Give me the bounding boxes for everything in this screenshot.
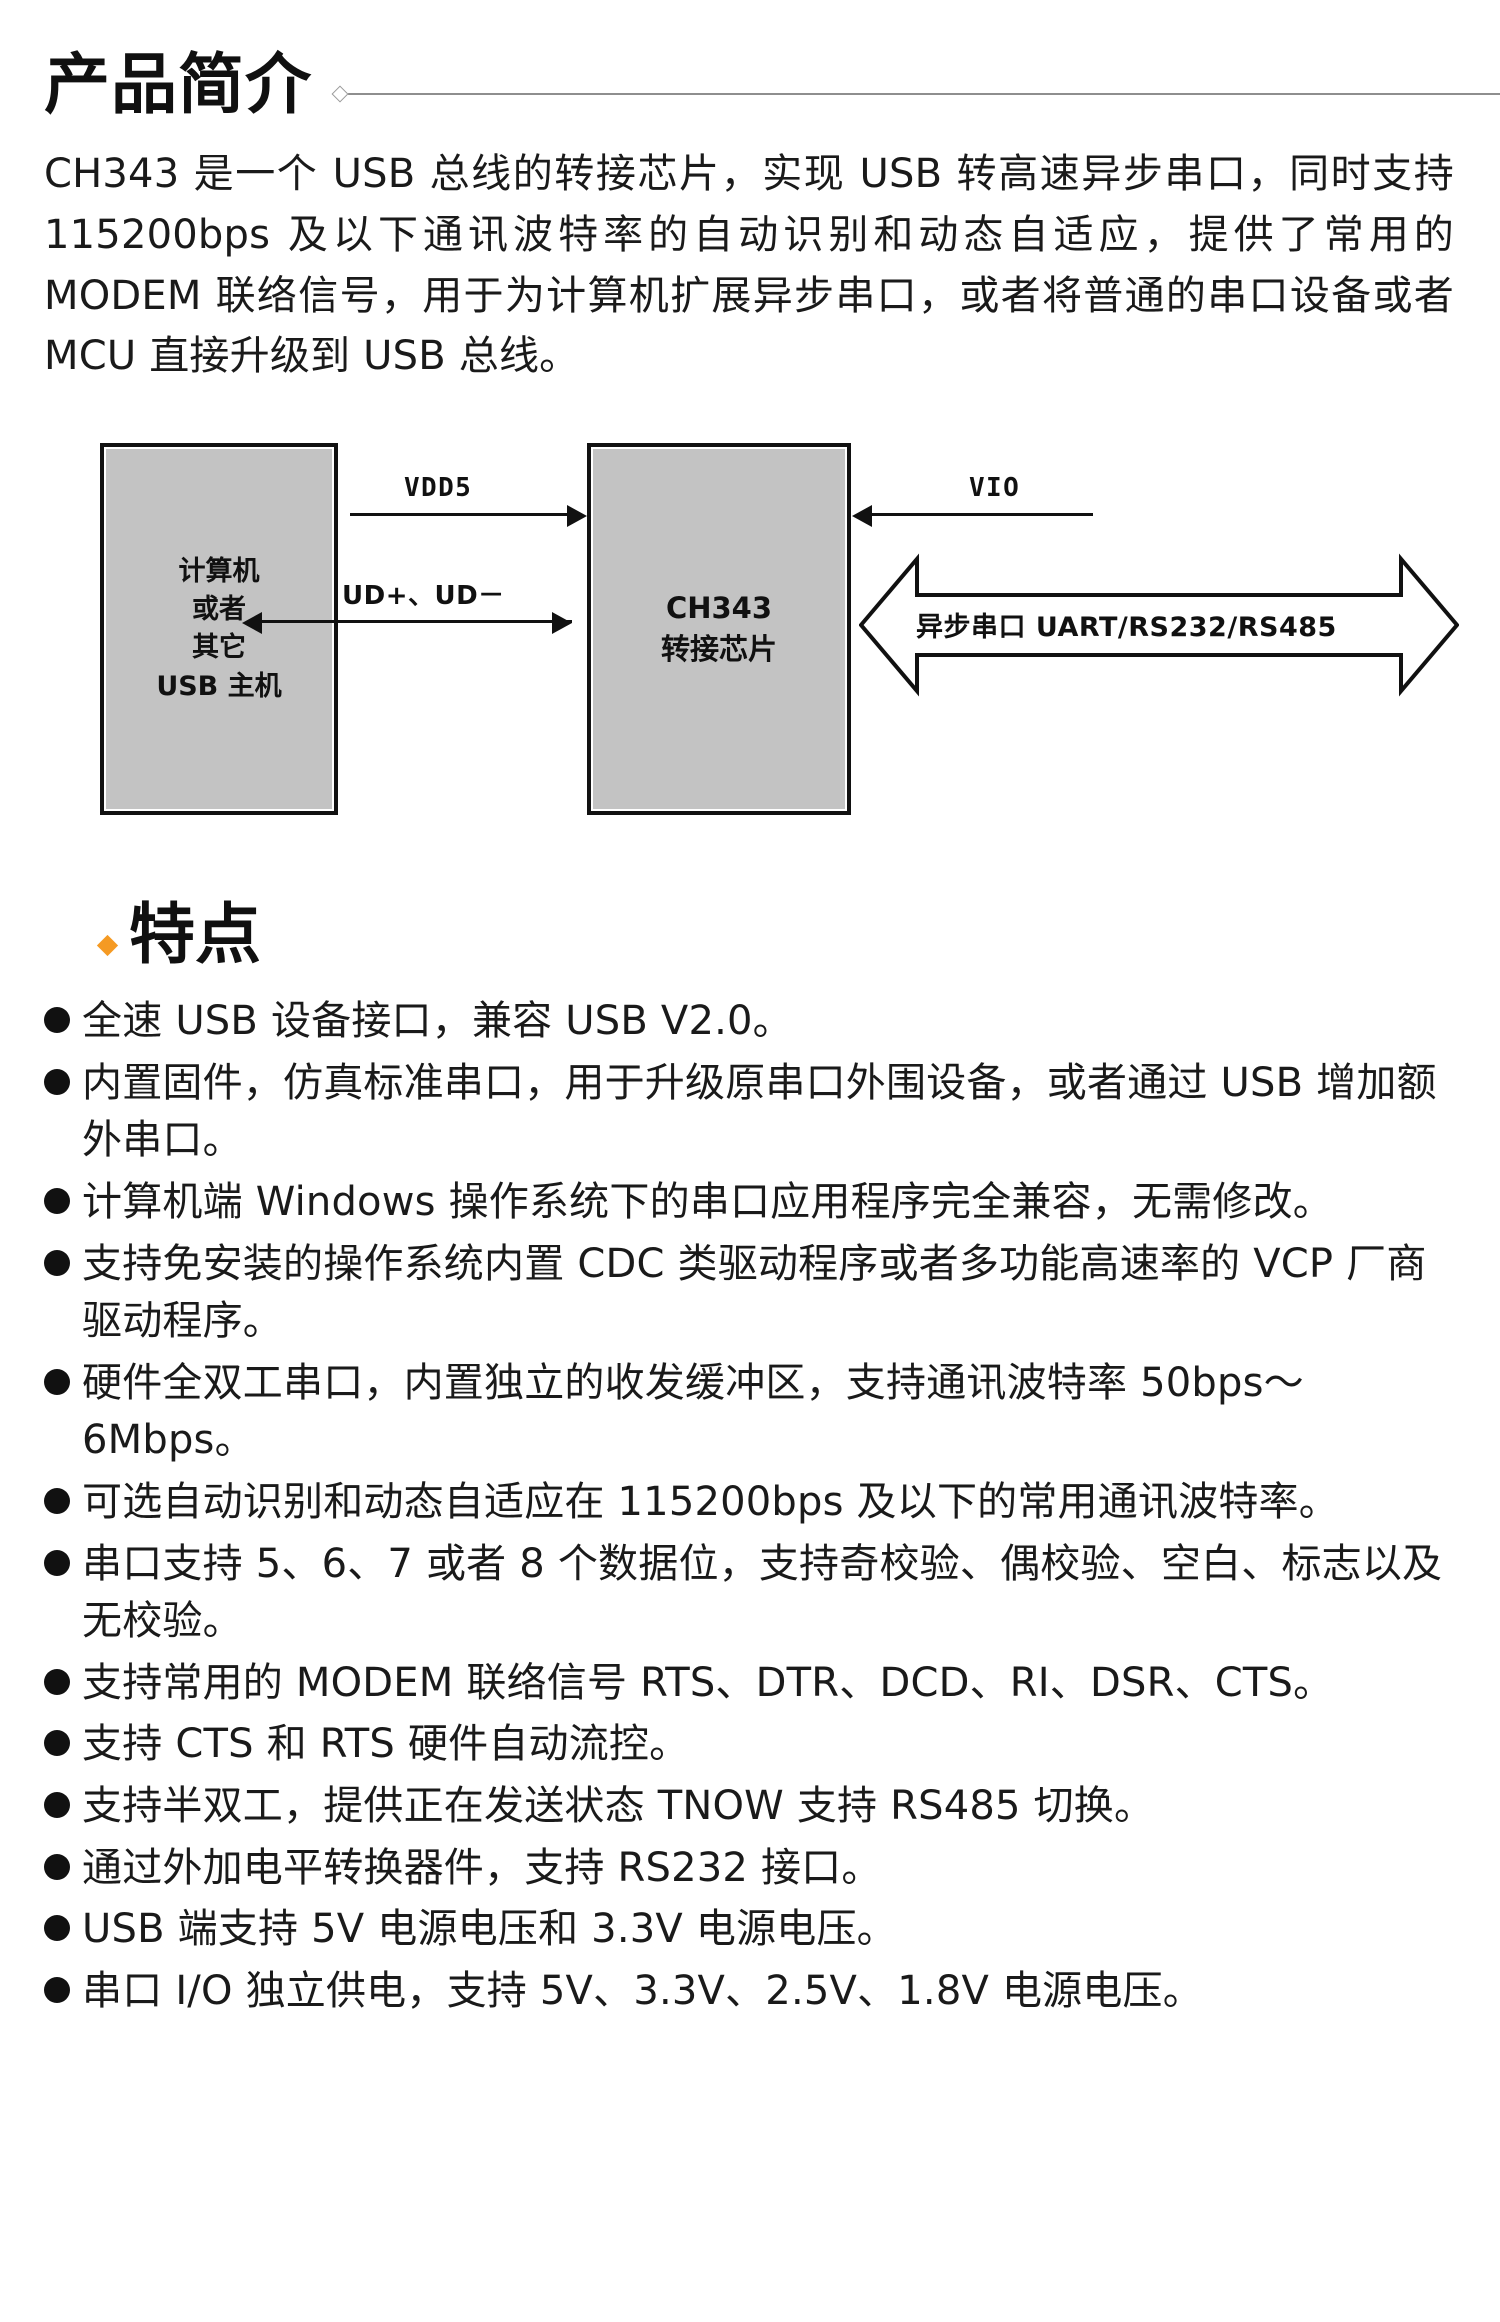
wire-vio: [871, 513, 1093, 517]
arrow-right-icon: [567, 505, 587, 528]
heading-rule: [331, 85, 1500, 118]
signal-label-usb-data: UD+、UD－: [342, 581, 505, 612]
uart-bus-arrow-icon: [859, 551, 1459, 699]
bullet-icon: [44, 1068, 70, 1095]
diagram-block-chip: CH343 转接芯片: [587, 443, 851, 816]
bullet-icon: [44, 1007, 70, 1034]
list-item: 通过外加电平转换器件，支持 RS232 接口。: [44, 1840, 1464, 1898]
list-item: 支持常用的 MODEM 联络信号 RTS、DTR、DCD、RI、DSR、CTS。: [44, 1655, 1464, 1713]
bullet-icon: [44, 1915, 70, 1942]
list-item-label: 硬件全双工串口，内置独立的收发缓冲区，支持通讯波特率 50bps～6Mbps。: [82, 1359, 1304, 1464]
signal-label-vio: VIO: [969, 473, 1021, 504]
list-item: 可选自动识别和动态自适应在 115200bps 及以下的常用通讯波特率。: [44, 1474, 1464, 1532]
list-item-label: USB 端支持 5V 电源电压和 3.3V 电源电压。: [82, 1906, 897, 1953]
bullet-icon: [44, 1368, 70, 1395]
bullet-icon: [44, 1487, 70, 1514]
bullet-icon: [44, 1187, 70, 1214]
diamond-accent-icon: [96, 935, 119, 957]
list-item-label: 串口支持 5、6、7 或者 8 个数据位，支持奇校验、偶校验、空白、标志以及无校…: [82, 1540, 1443, 1645]
list-item: 串口支持 5、6、7 或者 8 个数据位，支持奇校验、偶校验、空白、标志以及无校…: [44, 1536, 1464, 1651]
signal-label-vdd5: VDD5: [404, 473, 473, 504]
list-item: 内置固件，仿真标准串口，用于升级原串口外围设备，或者通过 USB 增加额外串口。: [44, 1055, 1464, 1170]
list-item-label: 通过外加电平转换器件，支持 RS232 接口。: [82, 1844, 882, 1891]
intro-paragraph: CH343 是一个 USB 总线的转接芯片，实现 USB 转高速异步串口，同时支…: [44, 151, 1454, 380]
list-item-label: 计算机端 Windows 操作系统下的串口应用程序完全兼容，无需修改。: [82, 1178, 1333, 1225]
chip-line-1: CH343: [665, 591, 773, 626]
arrow-left-icon: [852, 505, 872, 528]
list-item-label: 可选自动识别和动态自适应在 115200bps 及以下的常用通讯波特率。: [82, 1478, 1339, 1525]
feature-list: 全速 USB 设备接口，兼容 USB V2.0。 内置固件，仿真标准串口，用于升…: [44, 993, 1464, 2020]
list-item-label: 串口 I/O 独立供电，支持 5V、3.3V、2.5V、1.8V 电源电压。: [82, 1967, 1203, 2014]
arrow-right-icon: [552, 612, 572, 635]
diamond-icon: [331, 85, 349, 103]
list-item: 串口 I/O 独立供电，支持 5V、3.3V、2.5V、1.8V 电源电压。: [44, 1963, 1464, 2021]
list-item-label: 支持半双工，提供正在发送状态 TNOW 支持 RS485 切换。: [82, 1782, 1155, 1829]
block-diagram: 计算机 或者 其它 USB 主机 CH343 转接芯片 VDD5 UD+、UD－…: [44, 425, 1464, 825]
bullet-icon: [44, 1853, 70, 1880]
list-item: 支持 CTS 和 RTS 硬件自动流控。: [44, 1716, 1464, 1774]
list-item: 支持免安装的操作系统内置 CDC 类驱动程序或者多功能高速率的 VCP 厂商驱动…: [44, 1236, 1464, 1351]
host-line-2: 或者: [192, 593, 246, 625]
bullet-icon: [44, 1730, 70, 1757]
divider: [348, 93, 1500, 95]
wire-vdd5: [350, 513, 568, 517]
diagram-block-host: 计算机 或者 其它 USB 主机: [100, 443, 338, 816]
host-line-4: USB 主机: [156, 670, 282, 702]
host-line-3: 其它: [192, 632, 246, 664]
list-item: 支持半双工，提供正在发送状态 TNOW 支持 RS485 切换。: [44, 1778, 1464, 1836]
bullet-icon: [44, 1976, 70, 2003]
bullet-icon: [44, 1791, 70, 1818]
bullet-icon: [44, 1249, 70, 1276]
list-item-label: 内置固件，仿真标准串口，用于升级原串口外围设备，或者通过 USB 增加额外串口。: [82, 1059, 1437, 1164]
section-header-intro: 产品简介: [0, 0, 1500, 118]
list-item-label: 全速 USB 设备接口，兼容 USB V2.0。: [82, 998, 793, 1045]
features-title: 特点: [129, 896, 261, 974]
bullet-icon: [44, 1549, 70, 1576]
list-item: 全速 USB 设备接口，兼容 USB V2.0。: [44, 993, 1464, 1051]
host-line-1: 计算机: [178, 555, 260, 587]
wire-usb-data: [262, 620, 572, 624]
page-title: 产品简介: [44, 46, 312, 123]
signal-label-uart: 异步串口 UART/RS232/RS485: [916, 612, 1337, 644]
chip-line-2: 转接芯片: [660, 632, 777, 667]
list-item: USB 端支持 5V 电源电压和 3.3V 电源电压。: [44, 1901, 1464, 1959]
list-item: 硬件全双工串口，内置独立的收发缓冲区，支持通讯波特率 50bps～6Mbps。: [44, 1355, 1464, 1470]
bullet-icon: [44, 1668, 70, 1695]
list-item-label: 支持免安装的操作系统内置 CDC 类驱动程序或者多功能高速率的 VCP 厂商驱动…: [82, 1240, 1427, 1345]
list-item-label: 支持 CTS 和 RTS 硬件自动流控。: [82, 1721, 690, 1768]
list-item: 计算机端 Windows 操作系统下的串口应用程序完全兼容，无需修改。: [44, 1174, 1464, 1232]
list-item-label: 支持常用的 MODEM 联络信号 RTS、DTR、DCD、RI、DSR、CTS。: [82, 1659, 1334, 1706]
section-header-features: 特点: [0, 825, 1500, 975]
arrow-left-icon: [242, 612, 262, 635]
